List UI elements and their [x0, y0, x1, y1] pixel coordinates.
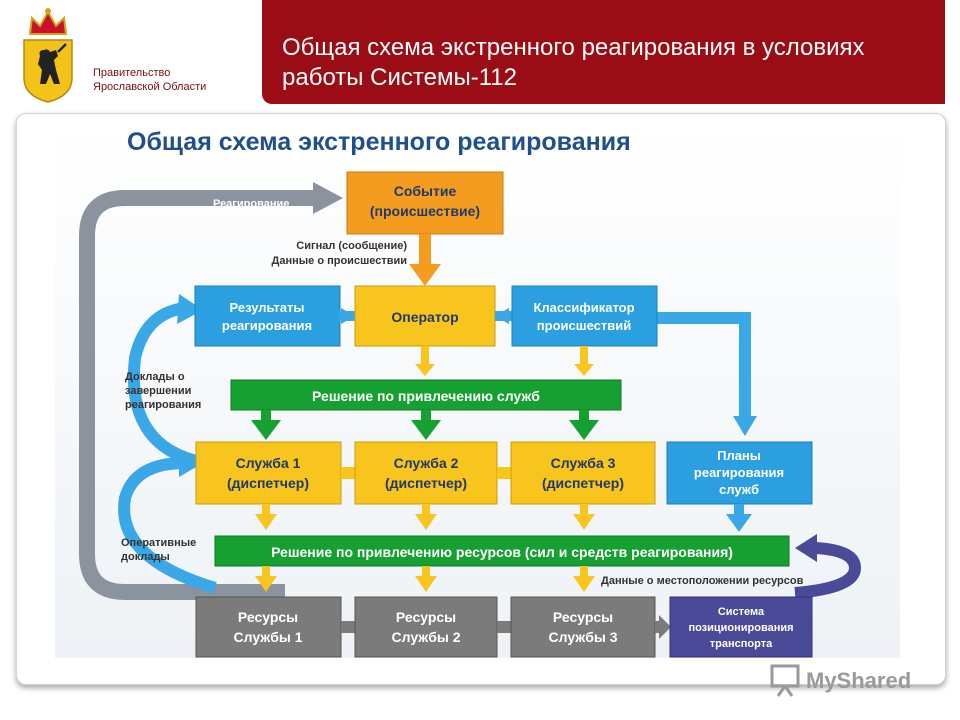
- service2-box: [354, 441, 498, 505]
- classifier-to-decision-arrowhead: [574, 364, 594, 376]
- transport-label-line1: Система: [718, 606, 765, 618]
- services-to-decision-arrows: [255, 504, 595, 530]
- classifier-to-plans-arrowhead: [733, 416, 757, 436]
- resources2-box: [354, 596, 498, 658]
- operative-reports-label-line1: Оперативные: [121, 537, 196, 549]
- operator-label: Оператор: [391, 309, 458, 325]
- location-feedback-arrowhead: [795, 534, 817, 562]
- watermark-text: MyShared: [806, 668, 911, 693]
- response-label: Реагирование: [213, 198, 289, 210]
- plans-label-line2: реагирования: [694, 465, 784, 480]
- reports-label-line3: реагирования: [125, 399, 201, 411]
- reports-label-line2: завершении: [125, 385, 191, 397]
- organization-name: Правительство Ярославской Области: [93, 66, 206, 94]
- decision-services-label: Решение по привлечению служб: [312, 388, 540, 404]
- resource-link-2-3: [497, 621, 511, 633]
- transport-label-line2: позиционирования: [688, 622, 793, 634]
- reports-completion-arrowhead: [177, 294, 203, 324]
- signal-label-line1: Сигнал (сообщение): [296, 240, 407, 252]
- resources2-label-line2: Службы 2: [392, 629, 461, 645]
- resources3-label-line1: Ресурсы: [553, 609, 613, 625]
- operative-reports-arrow: [118, 457, 217, 594]
- decision-to-services-arrows: [251, 410, 599, 440]
- service1-box: [195, 441, 342, 505]
- results-label-line1: Результаты: [230, 300, 305, 315]
- classifier-label-line2: происшествий: [537, 318, 631, 333]
- operator-to-decision-arrow: [421, 346, 429, 366]
- plans-box: [666, 441, 813, 505]
- reports-label-line1: Доклады о: [125, 371, 185, 383]
- decision-resources-bar: [214, 535, 790, 567]
- classifier-to-plans-arrow: [655, 312, 751, 420]
- classifier-label-line1: Классификатор: [533, 300, 634, 315]
- watermark: MyShared: [770, 660, 930, 705]
- resources1-label-line2: Службы 1: [234, 629, 303, 645]
- transport-box: [669, 596, 813, 658]
- service2-label-line1: Служба 2: [394, 455, 459, 471]
- decision-services-bar: [230, 379, 622, 411]
- signal-label-line2: Данные о происшествии: [272, 255, 407, 267]
- classifier-to-decision-arrow: [580, 346, 588, 366]
- service3-box: [510, 441, 656, 505]
- service1-label-line2: (диспетчер): [227, 475, 309, 491]
- service1-label-line1: Служба 1: [236, 455, 301, 471]
- operative-reports-arrowhead: [179, 449, 203, 477]
- presentation-icon: [770, 664, 800, 697]
- decision-resources-label: Решение по привлечению ресурсов (сил и с…: [271, 544, 733, 560]
- classifier-to-operator-arrowhead: [495, 308, 509, 324]
- plans-to-decision-arrow: [734, 504, 744, 516]
- results-box: [194, 285, 341, 347]
- org-name-line2: Ярославской Области: [93, 81, 207, 93]
- resource-link-1-2: [341, 621, 355, 633]
- transport-label-line3: транспорта: [710, 638, 773, 650]
- resources-to-transport-arrowhead: [659, 615, 671, 639]
- decision-to-resources-arrows: [255, 566, 595, 592]
- operator-to-decision-arrowhead: [415, 364, 435, 376]
- plans-to-decision-arrowhead: [726, 514, 752, 532]
- plans-label-line1: Планы: [717, 448, 761, 463]
- location-data-label: Данные о местоположении ресурсов: [601, 575, 804, 587]
- classifier-box: [511, 285, 658, 347]
- operative-reports-label-line2: доклады: [121, 551, 170, 563]
- resources1-box: [195, 596, 342, 658]
- resources1-label-line1: Ресурсы: [238, 609, 298, 625]
- response-loop-arrow: [79, 190, 317, 600]
- operator-to-results-arrow: [339, 311, 357, 321]
- results-label-line2: реагирования: [222, 318, 312, 333]
- response-scheme-diagram: Общая схема экстренного реагирования Соб…: [55, 118, 900, 663]
- reports-completion-arrow: [127, 302, 207, 469]
- service3-label-line1: Служба 3: [551, 455, 616, 471]
- page-title: Общая схема экстренного реагирования в у…: [282, 34, 865, 91]
- resources2-label-line1: Ресурсы: [396, 609, 456, 625]
- event-label-line2: (происшествие): [370, 203, 480, 219]
- event-to-operator-arrowhead: [409, 264, 441, 286]
- service-link-1-2: [341, 467, 355, 479]
- response-arrowhead: [313, 182, 343, 214]
- operator-box: [354, 285, 496, 347]
- org-name-line1: Правительство: [93, 67, 171, 79]
- plans-label-line3: служб: [719, 482, 759, 497]
- service-link-2-3: [497, 467, 511, 479]
- resources-to-transport-arrow: [655, 621, 661, 633]
- header-band: [262, 0, 945, 104]
- event-box: [346, 171, 504, 235]
- event-label-line1: Событие: [394, 183, 457, 199]
- location-feedback-arrow: [794, 542, 862, 599]
- event-to-operator-arrow: [419, 234, 431, 266]
- diagram-title: Общая схема экстренного реагирования: [127, 128, 631, 156]
- resources3-box: [510, 596, 656, 658]
- service3-label-line2: (диспетчер): [542, 475, 624, 491]
- resources3-label-line2: Службы 3: [549, 629, 618, 645]
- coat-of-arms-icon: [18, 4, 78, 109]
- service2-label-line2: (диспетчер): [385, 475, 467, 491]
